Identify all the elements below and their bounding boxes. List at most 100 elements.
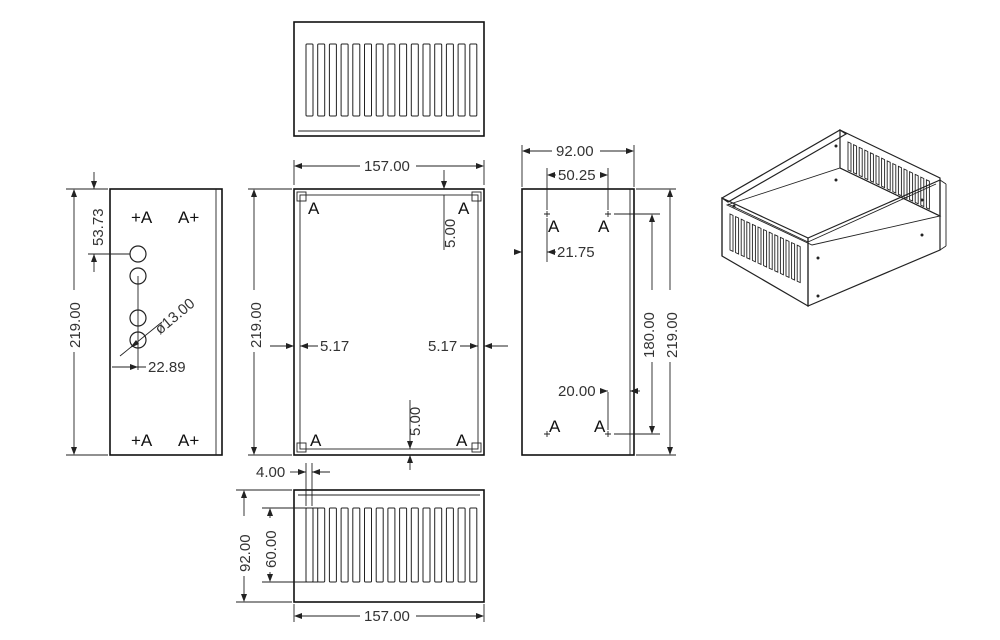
iso-vent-slot (909, 170, 914, 202)
iso-vent-slot (875, 154, 880, 186)
right-marker-top-left: A (548, 217, 560, 236)
vent-slot (445, 43, 454, 117)
side-marker-top-right: A+ (178, 208, 199, 227)
vent-slot (434, 43, 443, 117)
vent-slot (410, 507, 419, 583)
dim-top-width: 157.00 (364, 158, 410, 175)
dim-right-width: 92.00 (556, 143, 594, 160)
plate-marker-bottom-right: A (456, 431, 468, 450)
vent-slot (457, 43, 466, 117)
iso-vent-slot (886, 160, 891, 192)
iso-vent-slot (853, 143, 858, 175)
vent-slot (340, 507, 349, 583)
dim-bottom-width: 157.00 (364, 608, 410, 625)
iso-vent-slot (735, 215, 740, 255)
plate-marker-top-left: A (308, 199, 320, 218)
dim-right-spacing: 180.00 (641, 312, 658, 358)
side-marker-bottom-left: +A (131, 431, 153, 450)
side-marker-top-left: +A (131, 208, 153, 227)
iso-front-vent-slots (729, 213, 801, 284)
vent-slot (340, 43, 349, 117)
vent-slot (387, 43, 396, 117)
top-vent-slots (305, 43, 478, 117)
vent-slot (328, 507, 337, 583)
dim-right-inner: 50.25 (558, 167, 596, 184)
iso-vent-slot (864, 149, 869, 181)
iso-vent-slot (729, 213, 734, 253)
isometric-view (720, 129, 947, 308)
iso-vent-slot (763, 228, 768, 268)
iso-vent-slot (785, 239, 790, 279)
vent-slot (399, 507, 408, 583)
iso-vent-slot (779, 236, 784, 276)
vent-slot (328, 43, 337, 117)
dim-right-height: 219.00 (664, 312, 681, 358)
iso-vent-slot (796, 244, 801, 284)
vent-slot (469, 507, 478, 583)
vent-slot (352, 507, 361, 583)
vent-slot (399, 43, 408, 117)
vent-slot (364, 507, 372, 583)
dim-top-inset: 5.00 (442, 219, 459, 248)
plate-marker-top-right: A (458, 199, 470, 218)
iso-back-vent-slots (847, 141, 930, 210)
bottom-vent-slots (305, 507, 478, 583)
vent-slot (422, 43, 431, 117)
front-plate-view: A A A A 157.00 5.00 5.17 5.17 5.0 (248, 158, 508, 470)
vent-slot (422, 507, 431, 583)
vent-slot (469, 43, 478, 117)
dim-slot-length: 60.00 (263, 530, 280, 568)
vent-slot (387, 507, 396, 583)
vent-slot (375, 43, 384, 117)
dim-right-low: 20.00 (558, 383, 596, 400)
dim-bottom-depth: 92.00 (237, 534, 254, 572)
right-marker-top-right: A (598, 217, 610, 236)
iso-vent-slot (925, 179, 930, 210)
iso-vent-slot (920, 176, 925, 208)
iso-vent-slot (757, 226, 762, 266)
iso-vent-slot (869, 152, 874, 183)
vent-slot (305, 43, 314, 117)
dim-right-margin: 21.75 (557, 244, 595, 261)
iso-vent-slot (914, 173, 919, 205)
iso-vent-slot (740, 218, 745, 258)
vent-slot (434, 507, 443, 583)
vent-slot (445, 507, 454, 583)
iso-vent-slot (774, 234, 779, 273)
vent-slot (364, 43, 372, 117)
dim-hole-x: 22.89 (148, 359, 186, 376)
vent-slot (375, 507, 384, 583)
dim-side-height: 219.00 (67, 302, 84, 348)
vent-slot (457, 507, 466, 583)
right-marker-bottom-right: A (594, 417, 606, 436)
dim-front-height: 219.00 (248, 302, 265, 348)
dim-bottom-inset: 5.00 (407, 407, 424, 436)
iso-vent-slot (746, 221, 751, 260)
iso-vent-slot (897, 165, 902, 197)
bottom-panel-view: 4.00 92.00 60.00 157.00 (236, 463, 485, 625)
vent-slot (352, 43, 361, 117)
iso-vent-slot (751, 223, 756, 263)
iso-vent-slot (768, 231, 773, 271)
right-side-view: A A A A 92.00 50.25 21.75 180.00 (514, 143, 681, 456)
iso-vent-slot (881, 157, 886, 189)
side-marker-bottom-right: A+ (178, 431, 199, 450)
dim-left-edge: 5.17 (320, 338, 349, 355)
iso-vent-slot (903, 168, 908, 200)
dim-side-hole-offset: 53.73 (90, 208, 107, 246)
right-marker-bottom-left: A (549, 417, 561, 436)
dim-slot-gap: 4.00 (256, 464, 285, 481)
dim-right-edge: 5.17 (428, 338, 457, 355)
vent-slot (317, 507, 326, 583)
vent-slot (317, 43, 326, 117)
plate-marker-bottom-left: A (310, 431, 322, 450)
vent-slot (305, 507, 314, 583)
left-side-view: +A A+ +A A+ 53.73 ø13.00 22.89 219.00 (66, 172, 223, 456)
iso-vent-slot (892, 162, 897, 194)
dim-hole-diameter: ø13.00 (152, 295, 199, 338)
iso-vent-slot (791, 241, 796, 281)
vent-slot (410, 43, 419, 117)
iso-vent-slot (847, 141, 852, 173)
top-panel-view (293, 21, 485, 137)
